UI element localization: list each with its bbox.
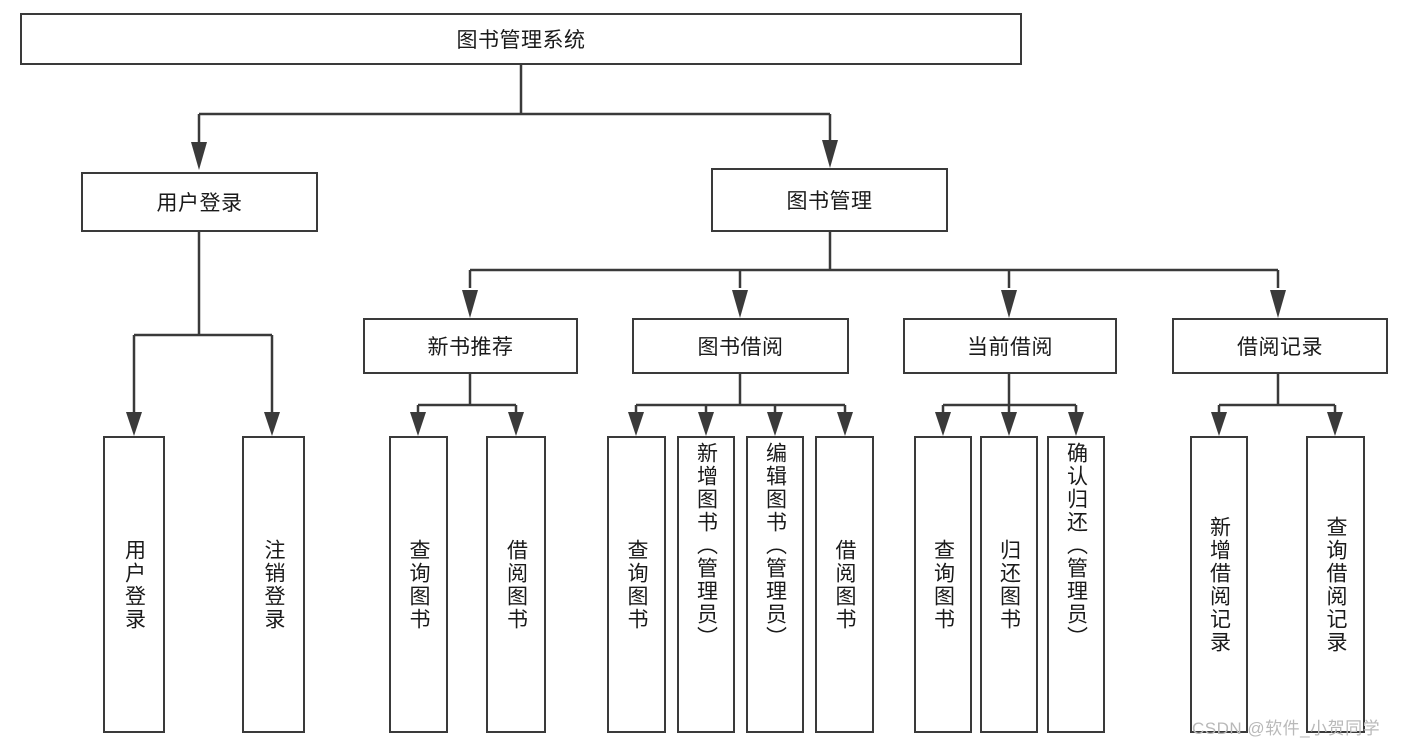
node-book-borrow[interactable]: 图书借阅 <box>632 318 849 374</box>
node-borrow-record[interactable]: 借阅记录 <box>1172 318 1388 374</box>
leaf-borrow-book[interactable]: 借阅图书 <box>815 436 874 733</box>
leaf-user-login[interactable]: 用户登录 <box>103 436 165 733</box>
node-user-login[interactable]: 用户登录 <box>81 172 318 232</box>
leaf-return-book[interactable]: 归还图书 <box>980 436 1038 733</box>
node-book-management-label: 图书管理 <box>786 190 873 213</box>
node-current-borrow-label: 当前借阅 <box>967 336 1053 359</box>
leaf-edit-book-admin-label: 编辑图书（管理员） <box>763 442 787 649</box>
node-book-borrow-label: 图书借阅 <box>697 336 784 359</box>
node-root-label: 图书管理系统 <box>456 29 586 52</box>
leaf-add-book-admin-label: 新增图书（管理员） <box>694 442 718 649</box>
leaf-borrow-book-new-label: 借阅图书 <box>504 538 528 631</box>
node-book-management[interactable]: 图书管理 <box>711 168 948 232</box>
leaf-return-book-label: 归还图书 <box>997 538 1021 631</box>
leaf-query-book-current[interactable]: 查询图书 <box>914 436 972 733</box>
node-new-book-recommend-label: 新书推荐 <box>427 336 514 359</box>
leaf-query-book-new-label: 查询图书 <box>407 538 430 631</box>
leaf-add-borrow-record-label: 新增借阅记录 <box>1207 515 1231 654</box>
leaf-query-book-borrow[interactable]: 查询图书 <box>607 436 666 733</box>
leaf-add-book-admin[interactable]: 新增图书（管理员） <box>677 436 735 733</box>
node-borrow-record-label: 借阅记录 <box>1237 336 1323 359</box>
leaf-borrow-book-new[interactable]: 借阅图书 <box>486 436 546 733</box>
leaf-confirm-return-admin-label: 确认归还（管理员） <box>1064 442 1088 649</box>
leaf-query-book-new[interactable]: 查询图书 <box>389 436 448 733</box>
node-root[interactable]: 图书管理系统 <box>20 13 1022 65</box>
node-current-borrow[interactable]: 当前借阅 <box>903 318 1117 374</box>
leaf-query-borrow-record[interactable]: 查询借阅记录 <box>1306 436 1365 733</box>
node-new-book-recommend[interactable]: 新书推荐 <box>363 318 578 374</box>
leaf-query-borrow-record-label: 查询借阅记录 <box>1324 515 1347 654</box>
leaf-user-login-label: 用户登录 <box>122 538 146 631</box>
leaf-user-logout[interactable]: 注销登录 <box>242 436 305 733</box>
leaf-confirm-return-admin[interactable]: 确认归还（管理员） <box>1047 436 1105 733</box>
leaf-borrow-book-label: 借阅图书 <box>833 538 856 631</box>
leaf-user-logout-label: 注销登录 <box>262 538 285 631</box>
leaf-edit-book-admin[interactable]: 编辑图书（管理员） <box>746 436 804 733</box>
leaf-query-book-current-label: 查询图书 <box>931 538 955 631</box>
node-user-login-label: 用户登录 <box>156 192 243 215</box>
leaf-query-book-borrow-label: 查询图书 <box>625 538 648 631</box>
leaf-add-borrow-record[interactable]: 新增借阅记录 <box>1190 436 1248 733</box>
